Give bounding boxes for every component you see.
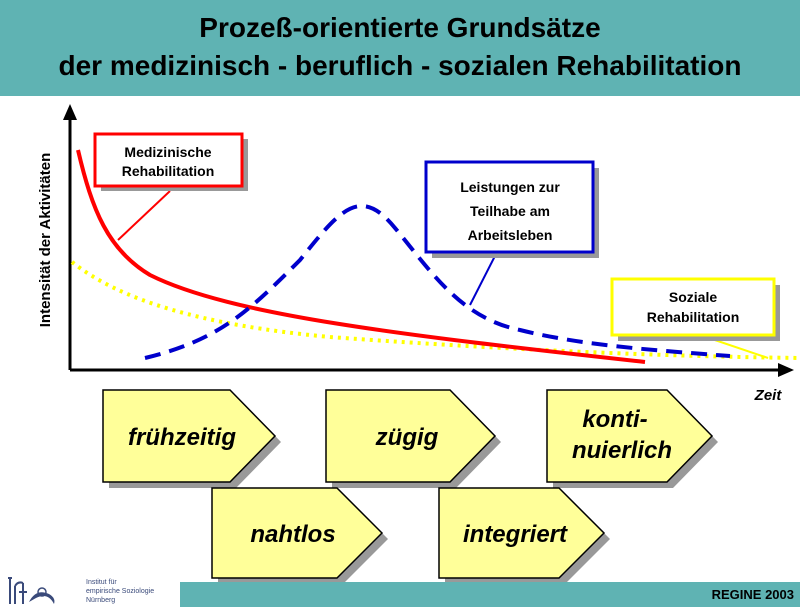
title-line-1: Prozeß-orientierte Grundsätze	[199, 12, 601, 43]
title-line-2: der medizinisch - beruflich - sozialen R…	[58, 50, 742, 81]
x-axis-label: Zeit	[754, 387, 783, 404]
social-callout-line2: Rehabilitation	[647, 309, 740, 325]
medical-callout-box	[93, 132, 244, 188]
y-axis-arrow-icon	[63, 104, 77, 120]
logo-text-line2: empirische Soziologie	[86, 588, 154, 595]
medical-callout-line1: Medizinische	[124, 144, 211, 160]
logo-mark-icon	[8, 577, 27, 604]
vocational-callout-pointer	[469, 251, 498, 306]
logo-text-line3: Nürnberg	[86, 597, 115, 604]
footer-label: REGINE 2003	[711, 587, 794, 602]
process-diagram: Intensität der Aktivitäten Zeit Medizini…	[37, 104, 800, 582]
principle-kontinuierlich-label-2: nuierlich	[572, 437, 672, 464]
x-axis-arrow-icon	[778, 363, 794, 377]
social-callout-box	[610, 277, 776, 337]
vocational-rehab-curve	[144, 204, 731, 360]
ifes-logo: Institut für empirische Soziologie Nürnb…	[4, 572, 180, 607]
principle-zuegig: zügig	[325, 389, 501, 488]
medical-callout-line2: Rehabilitation	[122, 163, 215, 179]
social-rehab-curve	[70, 260, 800, 360]
principle-nahtlos-label: nahtlos	[250, 521, 335, 548]
logo-swoosh-icon	[29, 592, 55, 604]
vocational-callout-line1: Leistungen zur	[460, 179, 560, 195]
y-axis-label: Intensität der Aktivitäten	[37, 153, 54, 327]
principle-integriert-label: integriert	[463, 521, 568, 548]
social-callout-line1: Soziale	[669, 289, 717, 305]
title-banner: Prozeß-orientierte Grundsätze der medizi…	[0, 0, 800, 96]
principle-integriert: integriert	[438, 487, 610, 582]
principle-fruehzeitig-label: frühzeitig	[128, 424, 236, 451]
medical-callout-pointer	[117, 190, 171, 241]
logo-text-line1: Institut für	[86, 579, 117, 586]
principle-nahtlos: nahtlos	[211, 487, 388, 582]
footer-bar: REGINE 2003	[180, 582, 800, 607]
vocational-callout-box	[424, 160, 595, 254]
principle-kontinuierlich: konti- nuierlich	[546, 389, 718, 488]
principle-fruehzeitig: frühzeitig	[102, 389, 281, 488]
principle-zuegig-label: zügig	[375, 424, 439, 451]
vocational-callout-line3: Arbeitsleben	[468, 227, 553, 243]
medical-rehab-curve	[76, 149, 646, 364]
vocational-callout-line2: Teilhabe am	[470, 203, 550, 219]
principle-kontinuierlich-label-1: konti-	[582, 406, 647, 433]
